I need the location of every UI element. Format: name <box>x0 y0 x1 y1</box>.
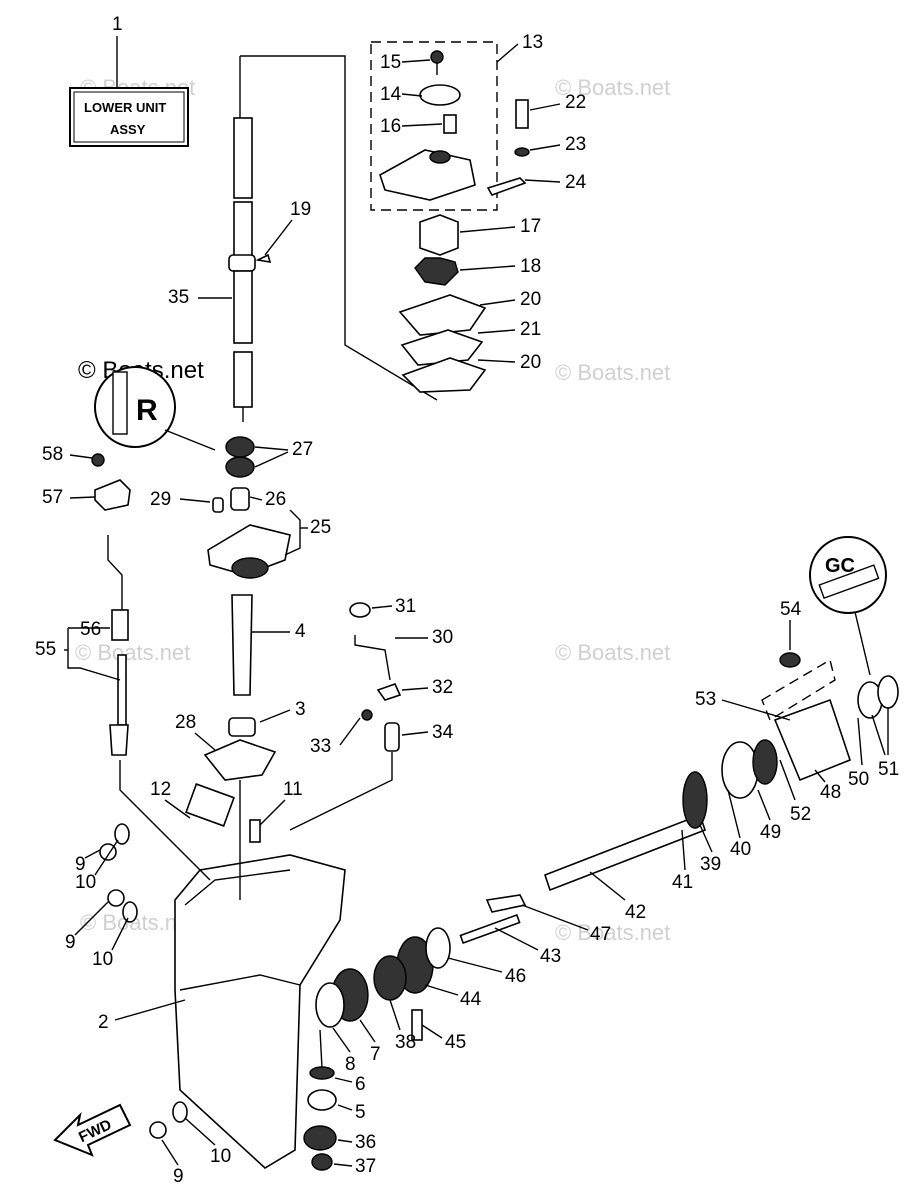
watermark: © Boats.net <box>555 75 670 100</box>
callout-49: 49 <box>760 822 781 843</box>
watermark: © Boats.net <box>555 640 670 665</box>
callout-1: 1 <box>112 14 123 35</box>
callout-10c: 10 <box>210 1146 231 1167</box>
pinion-stack <box>99 823 337 1171</box>
water-pump-group <box>370 41 530 393</box>
callout-19: 19 <box>290 199 311 220</box>
callout-40: 40 <box>730 839 751 860</box>
callout-28: 28 <box>175 712 196 733</box>
callout-38: 38 <box>395 1032 416 1053</box>
callout-7: 7 <box>370 1044 381 1065</box>
watermarks: © Boats.net © Boats.net © Boats.net © Bo… <box>75 75 670 945</box>
callout-9b: 9 <box>65 932 76 953</box>
callout-18: 18 <box>520 256 541 277</box>
callout-55: 55 <box>35 639 56 660</box>
callout-12: 12 <box>150 779 171 800</box>
callout-11: 11 <box>283 779 303 800</box>
callout-42: 42 <box>625 902 646 923</box>
callout-45: 45 <box>445 1032 466 1053</box>
callout-56: 56 <box>80 619 101 640</box>
bearing-housing-group <box>203 436 291 781</box>
forward-arrow: FWD <box>53 1103 132 1157</box>
water-tube-group <box>349 602 402 752</box>
callout-14: 14 <box>380 84 402 105</box>
callout-50: 50 <box>848 769 869 790</box>
callout-26: 26 <box>265 489 286 510</box>
callout-27: 27 <box>292 439 313 460</box>
callout-57: 57 <box>42 487 63 508</box>
callout-20a: 20 <box>520 289 541 310</box>
callout-44: 44 <box>460 989 482 1010</box>
callout-23: 23 <box>565 134 586 155</box>
callout-41: 41 <box>672 872 693 893</box>
callout-43: 43 <box>540 946 561 967</box>
callout-2: 2 <box>98 1012 109 1033</box>
callout-16: 16 <box>380 116 401 137</box>
callout-4: 4 <box>295 621 306 642</box>
callout-48: 48 <box>820 782 841 803</box>
callout-58: 58 <box>42 444 63 465</box>
drive-shaft-35 <box>228 55 438 422</box>
callout-17: 17 <box>520 216 541 237</box>
marker-gc-text: GC <box>825 555 855 577</box>
watermark: © Boats.net <box>555 360 670 385</box>
title-line-1: LOWER UNIT <box>84 100 166 115</box>
callout-53: 53 <box>695 689 716 710</box>
callout-47: 47 <box>590 924 611 945</box>
prop-shaft-assembly <box>315 652 899 1041</box>
callout-10b: 10 <box>92 949 113 970</box>
callout-31: 31 <box>395 596 416 617</box>
callout-22: 22 <box>565 92 586 113</box>
callout-25: 25 <box>310 517 331 538</box>
callout-9a: 9 <box>75 854 86 875</box>
callout-5: 5 <box>355 1102 366 1123</box>
watermark: © Boats.net <box>75 640 190 665</box>
callout-34: 34 <box>432 722 454 743</box>
title-line-2: ASSY <box>110 122 146 137</box>
marker-r-text: R <box>136 394 158 427</box>
callout-3: 3 <box>295 699 306 720</box>
callout-13: 13 <box>522 32 543 53</box>
callout-36: 36 <box>355 1132 376 1153</box>
callout-37: 37 <box>355 1156 376 1177</box>
callout-20b: 20 <box>520 352 541 373</box>
shift-rod-group <box>91 453 131 756</box>
callout-52: 52 <box>790 804 811 825</box>
callout-35: 35 <box>168 287 189 308</box>
callout-46: 46 <box>505 966 526 987</box>
callout-15: 15 <box>380 52 401 73</box>
callout-6: 6 <box>355 1074 366 1095</box>
seal-marker-gc: GC <box>809 536 887 676</box>
callout-21: 21 <box>520 319 541 340</box>
callout-39: 39 <box>700 854 721 875</box>
callout-30: 30 <box>432 627 453 648</box>
seal-marker-r: R <box>94 366 216 451</box>
callout-33: 33 <box>310 736 331 757</box>
callout-54: 54 <box>780 599 802 620</box>
callout-29: 29 <box>150 489 171 510</box>
connection-lines <box>119 752 393 1069</box>
callout-9c: 9 <box>173 1166 184 1187</box>
lower-housing-2 <box>174 783 346 1169</box>
callout-24: 24 <box>565 172 587 193</box>
callout-51: 51 <box>878 759 899 780</box>
callouts: 2 3 4 5 6 7 8 9 9 9 10 10 10 11 12 13 14… <box>35 32 899 1187</box>
callout-8: 8 <box>345 1054 356 1075</box>
callout-10a: 10 <box>75 872 96 893</box>
callout-32: 32 <box>432 677 453 698</box>
lower-unit-title-box: 1 LOWER UNIT ASSY <box>69 14 189 147</box>
